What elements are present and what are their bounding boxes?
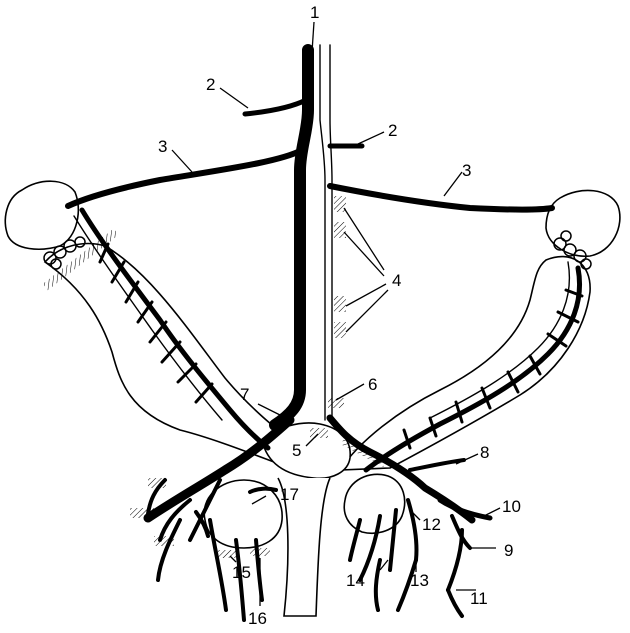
label-3-right: 3 bbox=[462, 161, 471, 180]
label-14: 14 bbox=[346, 571, 365, 590]
label-5: 5 bbox=[292, 441, 301, 460]
hatch-mark-4a bbox=[334, 196, 346, 212]
label-10: 10 bbox=[502, 497, 521, 516]
right-tubal-vessel bbox=[363, 265, 582, 473]
left-branch-2 bbox=[242, 97, 309, 117]
hatch-mark-4d bbox=[334, 322, 346, 338]
hatch-mark-left-2 bbox=[130, 508, 154, 518]
hatch-mark-left-1 bbox=[148, 478, 166, 488]
right-lower-branches bbox=[348, 458, 493, 618]
label-16: 16 bbox=[248, 609, 267, 628]
vena-cava-outline bbox=[319, 44, 326, 421]
label-1: 1 bbox=[310, 3, 319, 22]
right-ovary bbox=[545, 189, 621, 257]
right-uterine-tube bbox=[338, 255, 591, 471]
label-13: 13 bbox=[410, 571, 429, 590]
left-fimbria-coils bbox=[43, 236, 86, 270]
vena-cava-outline-2 bbox=[329, 44, 333, 419]
label-8: 8 bbox=[480, 443, 489, 462]
left-common-iliac bbox=[143, 415, 295, 523]
hatch-mark-5 bbox=[310, 428, 328, 438]
label-17: 17 bbox=[280, 485, 299, 504]
hatch-mark-16 bbox=[250, 548, 270, 556]
leader-lines bbox=[171, 21, 501, 606]
aorta bbox=[269, 44, 314, 431]
right-fimbria-coils bbox=[553, 230, 592, 270]
right-tubal-branches bbox=[402, 288, 584, 450]
label-9: 9 bbox=[504, 541, 513, 560]
hatch-mark-4b bbox=[334, 222, 346, 238]
label-2-left: 2 bbox=[206, 75, 215, 94]
hatch-mark-15 bbox=[218, 550, 236, 558]
hatch-mark-6 bbox=[328, 398, 344, 408]
label-7: 7 bbox=[240, 385, 249, 404]
left-tubal-vessel bbox=[79, 207, 271, 451]
label-11: 11 bbox=[470, 589, 488, 608]
left-hatch-band bbox=[42, 228, 119, 291]
hatch-mark-4c bbox=[334, 296, 346, 312]
label-3-left: 3 bbox=[158, 137, 167, 156]
right-tubal-vessel-outline bbox=[429, 261, 570, 419]
left-ovary bbox=[4, 180, 80, 250]
label-2-right: 2 bbox=[388, 121, 397, 140]
right-hatch-band bbox=[340, 437, 388, 467]
label-6: 6 bbox=[368, 375, 377, 394]
left-lower-branches bbox=[146, 478, 278, 622]
left-tubal-branches bbox=[98, 242, 214, 404]
label-12: 12 bbox=[422, 515, 441, 534]
left-lower-lobe bbox=[203, 479, 283, 549]
hatch-mark-left-3 bbox=[154, 536, 174, 546]
uterine-body bbox=[261, 422, 351, 480]
central-stem bbox=[277, 477, 331, 617]
left-ovarian-artery bbox=[65, 147, 305, 209]
right-ovarian-artery bbox=[327, 183, 555, 213]
label-4: 4 bbox=[392, 271, 401, 290]
label-15: 15 bbox=[232, 563, 251, 582]
